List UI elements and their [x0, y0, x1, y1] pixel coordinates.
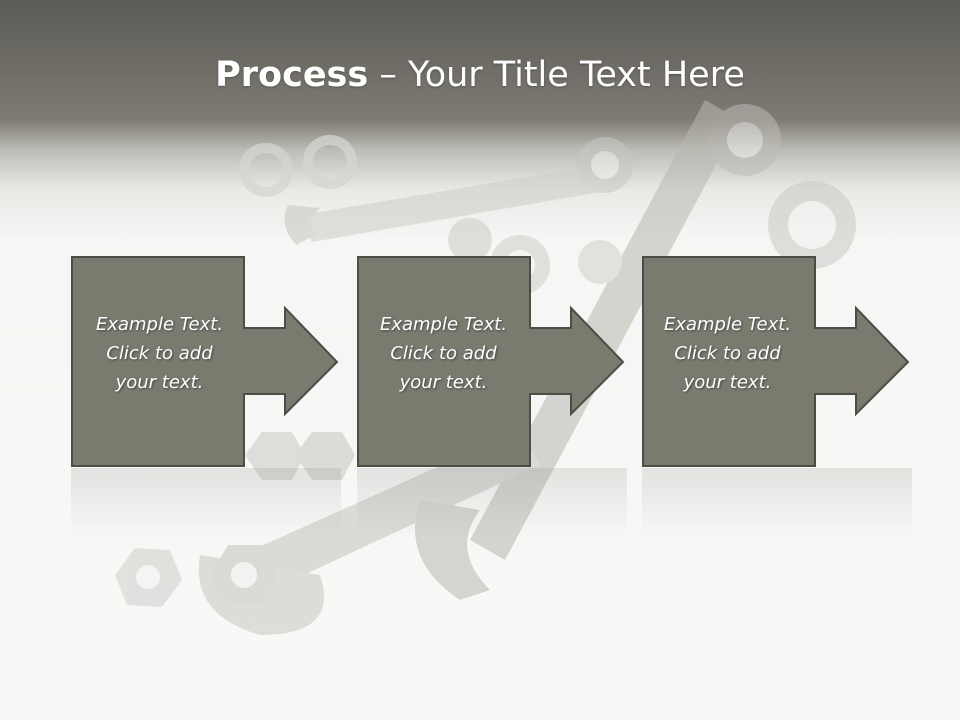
process-step-2[interactable]: Example Text. Click to add your text. — [357, 256, 627, 468]
step-2-reflection — [357, 468, 627, 538]
arrow-box-shape — [71, 256, 339, 467]
step-text: Example Text. Click to add your text. — [379, 314, 508, 393]
step-text: Example Text. Click to add your text. — [663, 314, 792, 393]
process-step-3[interactable]: Example Text. Click to add your text. — [642, 256, 912, 468]
step-1-reflection — [71, 468, 341, 538]
slide-title[interactable]: Process – Your Title Text Here — [0, 52, 960, 98]
title-bold-part: Process — [215, 55, 369, 95]
step-text: Example Text. Click to add your text. — [95, 314, 224, 393]
arrow-box-shape — [357, 256, 625, 467]
arrow-box-shape — [642, 256, 910, 467]
step-3-reflection — [642, 468, 912, 538]
process-step-1[interactable]: Example Text. Click to add your text. — [71, 256, 341, 468]
title-rest-part: – Your Title Text Here — [368, 55, 745, 95]
